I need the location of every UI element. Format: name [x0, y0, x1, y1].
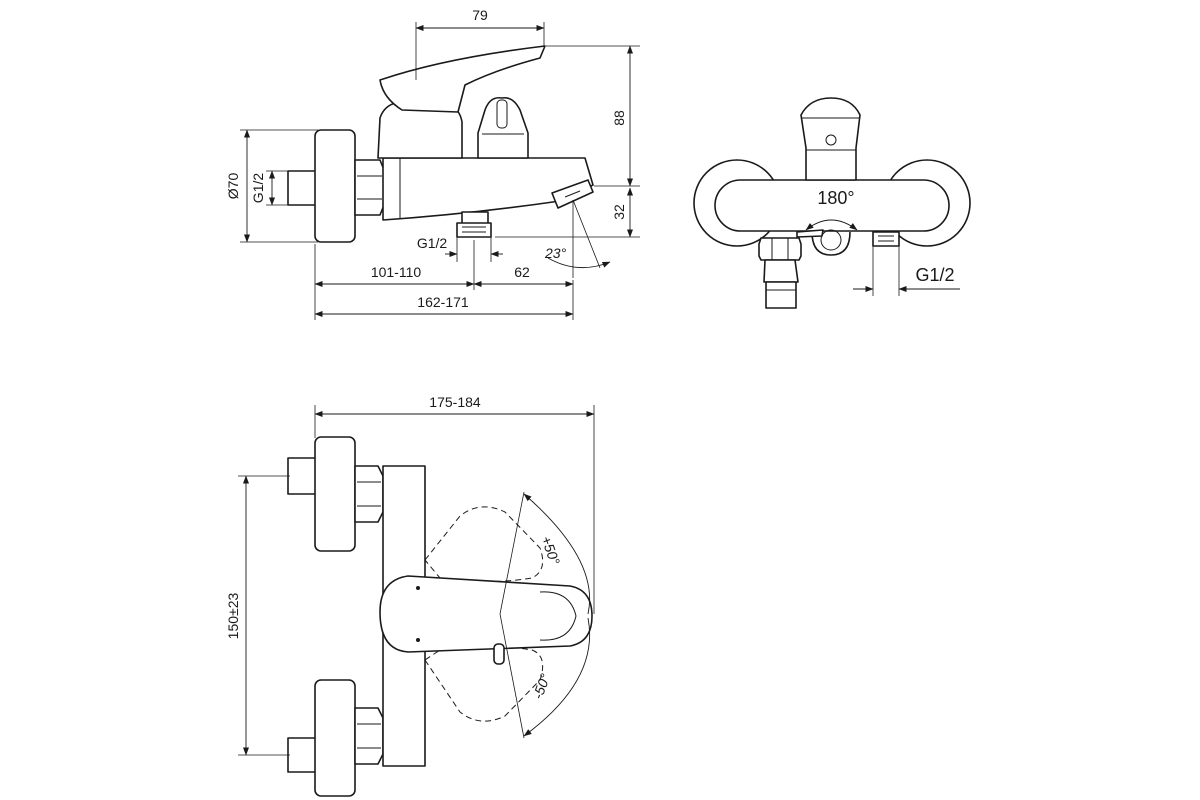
side-inlet-pipe — [287, 170, 317, 206]
top-lever-ghost-plus — [424, 506, 544, 582]
dim-angle-minus-50: -50° — [529, 671, 553, 701]
dim-lever-79: 79 — [472, 7, 488, 23]
front-diverter-knob — [800, 97, 861, 181]
top-lower-nut — [354, 707, 384, 765]
top-upper-flange — [314, 436, 356, 552]
top-diverter-stem — [493, 643, 505, 665]
dim-inlet-thread: G1/2 — [250, 173, 266, 204]
dim-spout-angle: 23° — [544, 245, 567, 261]
top-upper-nut — [354, 465, 384, 523]
side-lever-handle — [379, 45, 546, 113]
top-lower-flange — [314, 679, 356, 797]
front-view: 180° G1/2 — [693, 97, 971, 309]
side-nut — [354, 159, 385, 216]
dim-height-88: 88 — [611, 110, 627, 126]
front-inlet-stub — [872, 231, 900, 247]
dim-total-depth: 162-171 — [417, 294, 469, 310]
dim-body-depth: 101-110 — [371, 264, 422, 280]
side-shower-outlet-thread — [456, 222, 492, 238]
front-outlet-nut — [758, 237, 802, 261]
top-lever-handle — [379, 575, 593, 653]
front-diverter-pin — [796, 229, 824, 238]
top-view: +50° -50° 175-184 150±23 — [225, 394, 595, 797]
dim-spout-62: 62 — [514, 264, 530, 280]
dim-outlet-thread: G1/2 — [417, 235, 448, 251]
dim-angle-plus-50: +50° — [538, 534, 563, 567]
side-wall-flange — [314, 129, 356, 243]
dim-front-thread: G1/2 — [915, 265, 954, 285]
dim-diameter-70: Ø70 — [225, 173, 241, 200]
top-lever-ghost-minus — [424, 646, 544, 722]
front-outlet-pipe — [765, 281, 797, 309]
dim-center-distance: 150±23 — [225, 592, 241, 639]
dim-spout-32: 32 — [611, 204, 627, 220]
dim-top-width: 175-184 — [429, 394, 481, 410]
top-lower-inlet-pipe — [287, 737, 317, 773]
side-view: 79 88 32 Ø70 G1/2 G1/2 23° — [225, 7, 640, 320]
front-outlet-body — [763, 259, 799, 283]
top-upper-inlet-pipe — [287, 457, 317, 495]
dim-rotation-180: 180° — [817, 188, 854, 208]
